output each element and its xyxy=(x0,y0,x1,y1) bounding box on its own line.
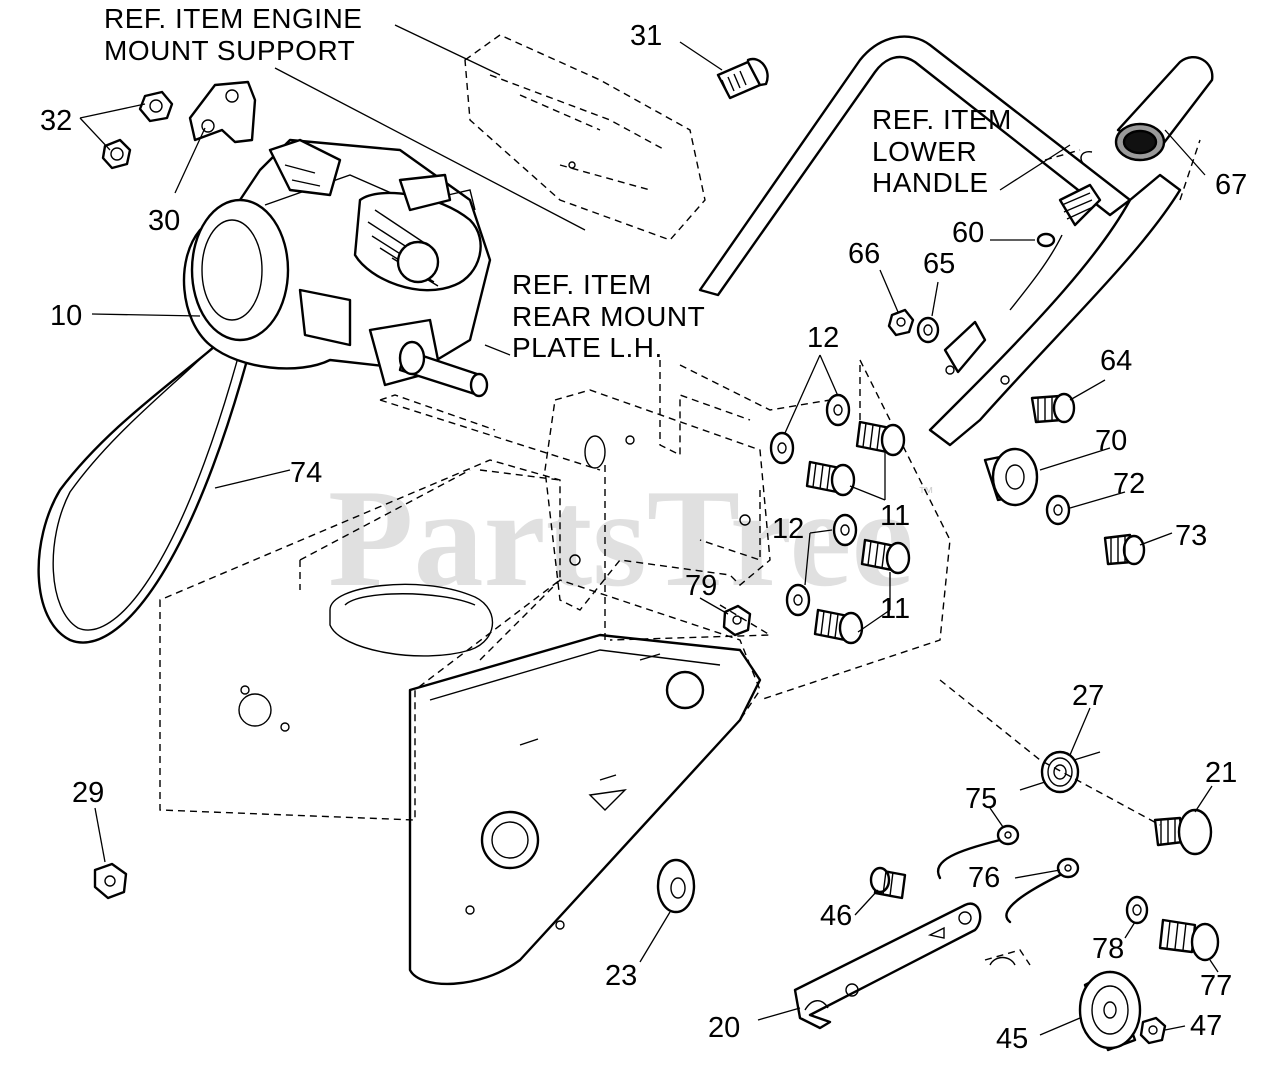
callout-70: 70 xyxy=(1095,425,1127,457)
assembly-lines xyxy=(379,139,1201,826)
callout-60: 60 xyxy=(952,217,984,249)
lower-handle xyxy=(698,35,1182,701)
washer-12-upper-a xyxy=(825,393,851,427)
nut-29 xyxy=(93,862,128,900)
callout-27: 27 xyxy=(1072,680,1104,712)
ref-lower-handle-line3: HANDLE xyxy=(872,167,989,198)
bolt-11-upper-b xyxy=(805,460,856,497)
callout-67: 67 xyxy=(1215,169,1247,201)
callout-76: 76 xyxy=(968,862,1000,894)
callout-74: 74 xyxy=(290,457,322,489)
bolt-77 xyxy=(1158,918,1220,962)
callout-12b: 12 xyxy=(772,513,804,545)
callout-32: 32 xyxy=(40,105,72,137)
link-rod-75 xyxy=(936,824,1020,880)
nut-32-lower xyxy=(101,138,132,170)
bolt-11-lower-a xyxy=(860,538,911,575)
callout-30: 30 xyxy=(148,205,180,237)
handle-grip xyxy=(1114,56,1214,162)
callout-31: 31 xyxy=(630,20,662,52)
callout-47: 47 xyxy=(1190,1010,1222,1042)
callout-10: 10 xyxy=(50,300,82,332)
callout-23: 23 xyxy=(605,960,637,992)
nut-79 xyxy=(722,604,752,637)
callout-77: 77 xyxy=(1200,970,1232,1002)
ref-label-rear-mount: REF. ITEM REAR MOUNT PLATE L.H. xyxy=(512,269,705,363)
rear-mount-plate xyxy=(544,360,771,611)
chassis-frame xyxy=(159,459,762,986)
washer-72 xyxy=(1045,494,1071,526)
bolt-73 xyxy=(1103,533,1146,566)
bolt-21 xyxy=(1153,808,1213,856)
callout-75: 75 xyxy=(965,783,997,815)
callout-12a: 12 xyxy=(807,322,839,354)
idler-arm-20 xyxy=(793,902,982,1030)
washer-65 xyxy=(916,316,940,344)
callout-numbers: 31 32 30 10 74 67 60 66 65 64 12 70 72 1… xyxy=(40,20,1247,1055)
ref-rear-mount-line3: PLATE L.H. xyxy=(512,332,663,363)
callout-72: 72 xyxy=(1113,468,1145,500)
belt-guide-bracket xyxy=(984,949,1031,966)
control-cable xyxy=(943,151,1102,374)
ref-lower-handle-line1: REF. ITEM xyxy=(872,104,1012,135)
callout-79: 79 xyxy=(685,570,717,602)
ref-rear-mount-line2: REAR MOUNT xyxy=(512,301,705,332)
ref-engine-mount-line2: MOUNT SUPPORT xyxy=(104,35,355,66)
callout-73: 73 xyxy=(1175,520,1207,552)
callout-66: 66 xyxy=(848,238,880,270)
drive-belt xyxy=(37,300,264,644)
ref-lower-handle-line2: LOWER xyxy=(872,136,977,167)
engine-mount-support xyxy=(464,34,706,241)
ref-label-engine-mount: REF. ITEM ENGINE MOUNT SUPPORT xyxy=(104,3,362,66)
spring-27 xyxy=(1019,750,1101,794)
callout-20: 20 xyxy=(708,1012,740,1044)
callout-29: 29 xyxy=(72,777,104,809)
ref-engine-mount-line1: REF. ITEM ENGINE xyxy=(104,3,362,34)
link-rod-76 xyxy=(1005,857,1080,924)
bolt-31 xyxy=(716,57,769,100)
callout-46: 46 xyxy=(820,900,852,932)
washer-12-lower-b xyxy=(785,583,811,617)
callout-21: 21 xyxy=(1205,757,1237,789)
bolt-64 xyxy=(1030,392,1076,424)
callout-11b: 11 xyxy=(880,593,910,625)
callout-78: 78 xyxy=(1092,933,1124,965)
ref-rear-mount-line1: REF. ITEM xyxy=(512,269,652,300)
washer-23 xyxy=(656,858,696,914)
callout-11a: 11 xyxy=(880,500,910,532)
bracket-30 xyxy=(188,80,257,144)
washer-12-upper-b xyxy=(769,431,795,465)
pulley-70 xyxy=(983,447,1039,507)
nut-32-upper xyxy=(138,90,174,123)
callout-64: 64 xyxy=(1100,345,1132,377)
bolt-46 xyxy=(869,866,907,900)
washer-78 xyxy=(1125,895,1149,925)
washer-12-lower-a xyxy=(832,513,858,547)
ref-label-lower-handle: REF. ITEM LOWER HANDLE xyxy=(872,104,1012,198)
callout-65: 65 xyxy=(923,248,955,280)
callout-45: 45 xyxy=(996,1023,1028,1055)
nut-47 xyxy=(1139,1016,1167,1045)
idler-pulley-45 xyxy=(1078,970,1142,1052)
nut-66 xyxy=(887,308,915,337)
engine xyxy=(182,138,492,398)
bolt-11-lower-b xyxy=(813,608,864,645)
leader-lines xyxy=(79,24,1219,1036)
bolt-11-upper-a xyxy=(855,420,906,457)
